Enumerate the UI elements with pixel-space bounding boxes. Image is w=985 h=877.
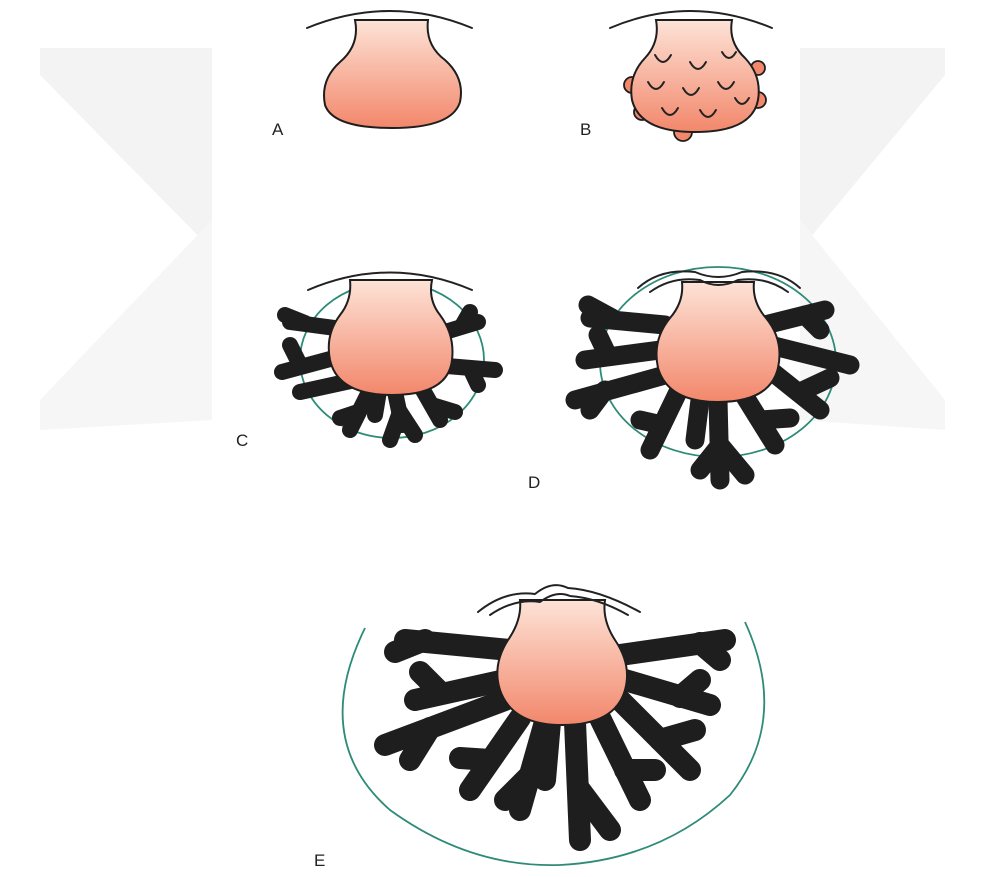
panel-e-label: E [314,851,325,870]
panel-b-bud [631,20,759,132]
panel-c-body [329,280,453,395]
panel-b: B [580,11,772,141]
panel-d-label: D [528,473,540,492]
panel-c: C [236,273,495,451]
panel-b-label: B [580,120,591,139]
watermark-left-arm [40,220,212,430]
panel-a: A [272,11,472,139]
panel-e-body [497,600,627,725]
panel-a-label: A [272,120,284,139]
panel-d-body [657,282,780,402]
panel-a-bud [324,20,461,128]
panel-e: E [314,585,764,870]
watermark-left-stroke [40,48,212,250]
panel-c-label: C [236,431,248,450]
watermark-right-arm [800,48,945,250]
